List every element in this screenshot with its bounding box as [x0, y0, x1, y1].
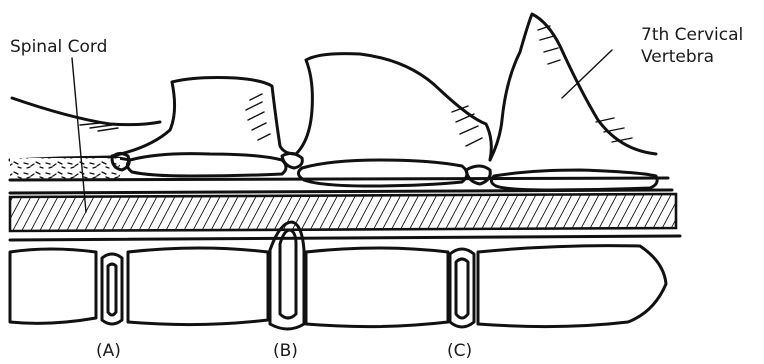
vertebral-body-4 [478, 246, 666, 327]
spinal-cord-leader [72, 58, 86, 212]
c7-label-line2: Vertebra [641, 47, 714, 67]
disc-c [450, 249, 474, 327]
label-b: (B) [273, 341, 298, 361]
joint-nub-3 [466, 166, 490, 184]
spinal-canal [10, 178, 680, 240]
arch-left-partial [12, 98, 160, 125]
vertebral-body-3 [306, 248, 448, 327]
spinal-cord-label: Spinal Cord [10, 37, 107, 57]
vertebral-arch-1 [112, 78, 296, 177]
vertebral-body-1 [10, 249, 96, 323]
spinal-cord [10, 194, 676, 231]
vertebral-arch-2 [296, 54, 491, 186]
label-a: (A) [96, 341, 121, 361]
seventh-cervical-vertebra [490, 14, 657, 190]
vertebral-body-2 [128, 248, 268, 325]
c7-label-line1: 7th Cervical [641, 25, 743, 45]
c7-leader [562, 50, 612, 98]
disc-a [102, 254, 122, 324]
label-c: (C) [447, 341, 472, 361]
